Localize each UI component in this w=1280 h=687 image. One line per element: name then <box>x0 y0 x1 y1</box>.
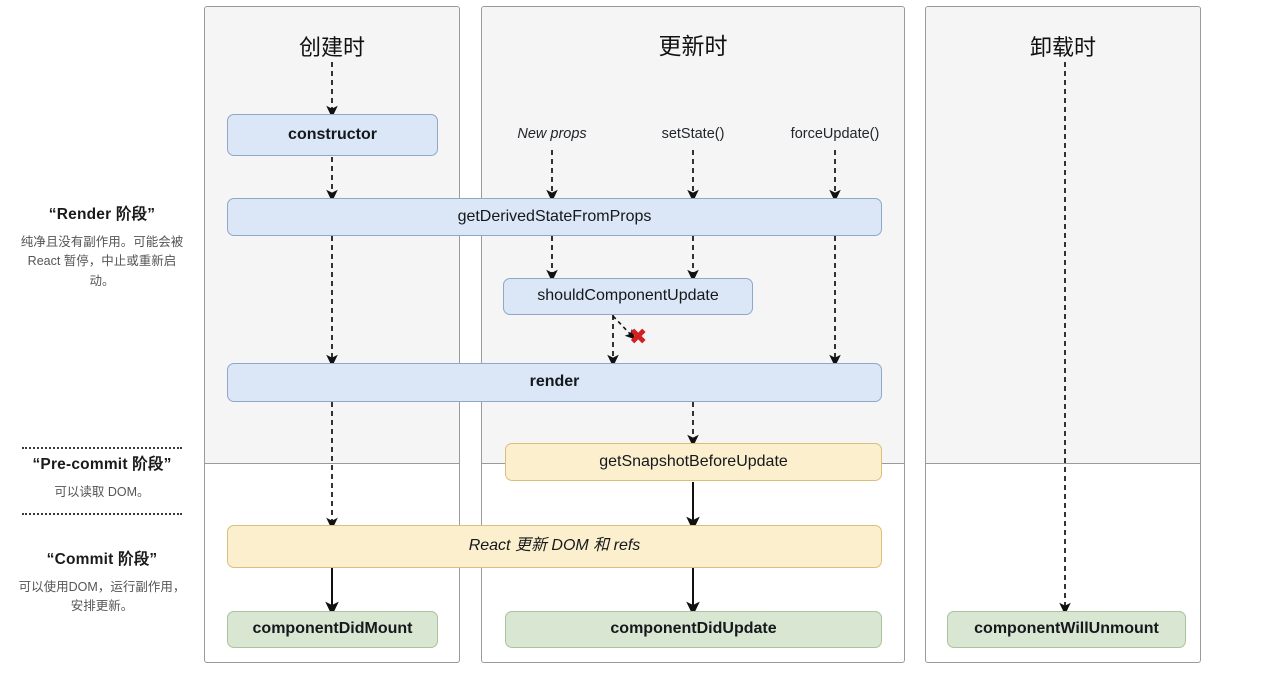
trigger-set-state: setState() <box>661 126 725 142</box>
column-title-updating: 更新时 <box>658 33 728 59</box>
node-react-updates-dom-and-refs[interactable]: React 更新 DOM 和 refs <box>227 525 882 568</box>
phase-title-pre-commit: “Pre-commit 阶段” <box>32 456 172 473</box>
node-should-component-update[interactable]: shouldComponentUpdate <box>503 278 753 315</box>
column-title-mounting: 创建时 <box>298 35 365 60</box>
column-unmounting: 卸载时 <box>925 6 1201 663</box>
node-constructor[interactable]: constructor <box>227 114 438 156</box>
node-component-did-mount[interactable]: componentDidMount <box>227 611 438 648</box>
phase-divider-bottom <box>22 513 182 515</box>
trigger-new-props: New props <box>517 126 587 142</box>
column-title-unmounting: 卸载时 <box>1029 35 1096 60</box>
node-component-will-unmount[interactable]: componentWillUnmount <box>947 611 1186 648</box>
phase-label-pre-commit: “Pre-commit 阶段” 可以读取 DOM。 <box>0 455 204 502</box>
node-get-snapshot-before-update[interactable]: getSnapshotBeforeUpdate <box>505 443 882 481</box>
node-component-did-update[interactable]: componentDidUpdate <box>505 611 882 648</box>
skip-render-x-icon: ✖ <box>629 325 648 350</box>
phase-desc-commit: 可以使用DOM，运行副作用，安排更新。 <box>18 579 186 614</box>
phase-desc-render: 纯净且没有副作用。可能会被 React 暂停，中止或重新启动。 <box>20 234 184 288</box>
phase-label-render: “Render 阶段” 纯净且没有副作用。可能会被 React 暂停，中止或重新… <box>0 205 204 291</box>
node-get-derived-state-from-props[interactable]: getDerivedStateFromProps <box>227 198 882 236</box>
phase-title-commit: “Commit 阶段” <box>46 551 158 568</box>
phase-label-column: “Render 阶段” 纯净且没有副作用。可能会被 React 暂停，中止或重新… <box>0 0 204 687</box>
phase-title-render: “Render 阶段” <box>48 206 156 223</box>
phase-label-commit: “Commit 阶段” 可以使用DOM，运行副作用，安排更新。 <box>0 550 204 617</box>
trigger-force-update: forceUpdate() <box>790 126 880 142</box>
render-phase-band-unmounting <box>926 7 1200 464</box>
phase-desc-pre-commit: 可以读取 DOM。 <box>54 484 150 499</box>
node-render[interactable]: render <box>227 363 882 402</box>
phase-divider-top <box>22 447 182 449</box>
